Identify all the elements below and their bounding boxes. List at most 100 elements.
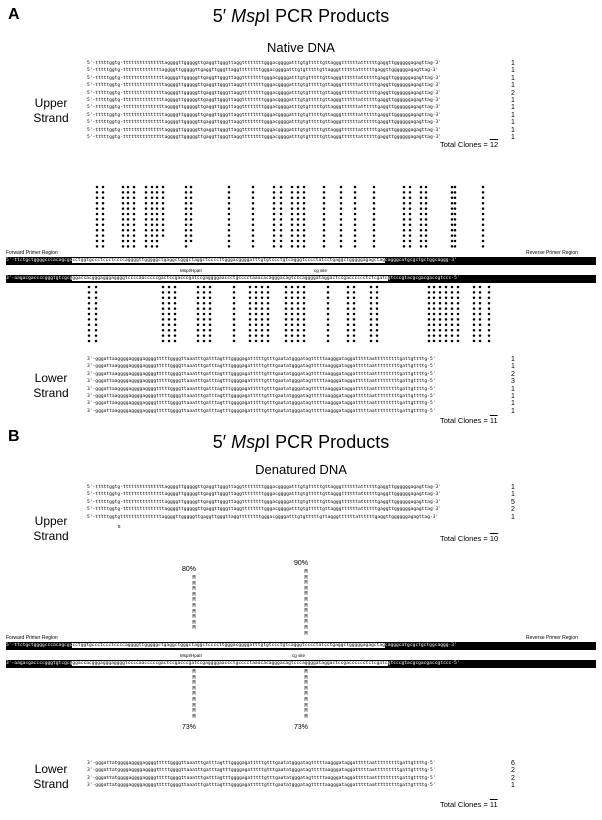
methylation-dot [101,207,105,210]
methylation-dot [202,328,206,332]
clone-count: 1 [511,97,515,105]
methylation-dot [444,285,448,289]
methylation-dot [150,228,154,232]
methylation-dot [290,245,294,248]
methylation-dot [372,218,376,221]
methylation-dot [432,301,436,305]
clone-count: 1 [511,111,515,119]
panel-b-upper-left-percent: 80% [182,566,197,573]
clone-count: 1 [511,356,515,363]
methylation-dot [284,318,288,321]
methylation-dot [424,239,428,243]
methylation-dot [424,218,428,221]
methylation-dot [296,339,300,343]
methylation-dot [438,291,442,294]
methylation-dot [202,291,206,294]
methylation-dot [248,312,252,316]
methylation-dot [150,218,154,221]
clone-count: 1 [511,484,515,491]
methylation-dot [101,212,105,216]
methylation-dot [456,334,460,337]
methylation-dot [290,307,294,310]
panel-b-reference-bottom-strand: 3'-aagacgaccccgggtgtcgcgggaccacgggagggag… [6,660,596,668]
methylation-dot [248,339,252,343]
methylation-dot [456,307,460,310]
methylation-dot [251,191,255,194]
clone-sequence: 3'-gggattaaggggaggggaggggtttttggggttaaat… [87,408,436,414]
methylation-dot [302,323,306,327]
panel-b-upper-right-percent: 90% [294,560,309,567]
methylation-dot [101,185,105,189]
methylation-dot [161,285,165,289]
methylation-dot [419,201,423,205]
methylation-dot [87,323,91,327]
methylation-dot [402,196,406,200]
clone-count: 1 [511,407,515,415]
methylation-dot [453,207,457,210]
methylation-dot [248,301,252,305]
methylation-dot [444,312,448,316]
methylation-dot [248,318,252,321]
methylation-dot [184,212,188,216]
methylation-dot [487,334,491,337]
methylation-dot [402,218,406,221]
methylation-dot [161,196,165,200]
methylation-dot [481,245,485,248]
methylation-dot [290,223,294,227]
methylation-dot [322,239,326,243]
methylation-dot [352,291,356,294]
methylation-dot [208,307,212,310]
clone-count: 2 [511,89,515,97]
methylation-dot [251,245,255,248]
methylation-dot [326,296,330,300]
methylation-dot [155,191,159,194]
clone-sequence: 5'-tttttggtg-tttttttttttttttaggggttggggg… [87,485,442,490]
methylation-dot [189,212,193,216]
methylation-dot [279,228,283,232]
methylation-dot [402,207,406,210]
methylation-dot [302,285,306,289]
methylation-dot [227,185,231,189]
clone-sequence: 5'-tttttggtg-tttttttttttttttaggggttggggg… [87,61,442,66]
methylation-dot [167,296,171,300]
clone-sequence: 5'-tttttggtg-tttttttttttttttaggggttggggg… [87,83,442,89]
methylation-dot [144,207,148,210]
methylation-dot [132,201,136,205]
methylation-dot [290,218,294,221]
methylation-dot [369,328,373,332]
methylation-dot [121,218,125,221]
methylation-dot [487,301,491,305]
methylation-dot [132,234,136,237]
methylation-dot [352,312,356,316]
clone-sequence: 3'-gggattaaggggaggggaggggtttttggggttaaat… [87,401,436,407]
methylation-dot [161,328,165,332]
methylation-dot [326,307,330,310]
panel-b-upper-seq-list: 5'-tttttggtg-tttttttttttttttaggggttggggg… [87,484,441,521]
methylation-dot [94,296,98,300]
methylation-dot [155,212,159,216]
methylation-dot [232,328,236,332]
methylation-dot [424,185,428,189]
methylation-dot [202,296,206,300]
panel-a-cg-site-label: cg site [314,268,328,273]
methylation-dot [450,239,454,243]
methylation-dot [346,339,350,343]
methylation-dot [101,201,105,205]
methylation-dot [161,207,165,210]
methylation-dot [322,191,326,194]
methylation-dot [427,339,431,343]
methylation-dot [227,212,231,216]
methylation-dot [150,201,154,205]
methylation-dot [189,207,193,210]
methylation-dot [481,201,485,205]
clone-count: 2 [511,370,515,378]
methylation-dot [450,201,454,205]
methylation-dot [444,323,448,327]
clone-count: 1 [511,782,515,790]
clone-sequence: 5'-tttttggtg-tttttttttttttttaggggttggggg… [87,112,442,118]
methylation-dot [155,223,159,227]
methylation-dot [272,218,276,221]
clone-count: 2 [511,767,515,775]
methylation-dot [444,291,448,294]
clone-sequence: 5'-tttttggtg-tttttttttttttttaggggttggggg… [87,135,442,141]
